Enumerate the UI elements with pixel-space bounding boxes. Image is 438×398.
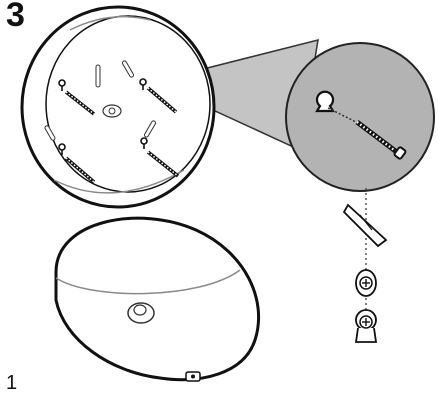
keyhole-screw-head-icon — [355, 269, 377, 297]
screw-icon — [146, 150, 180, 178]
mounting-base — [20, 5, 216, 209]
keyhole-slot-icon — [139, 78, 147, 90]
keyhole-slot-icon — [58, 143, 66, 155]
screw-icon — [64, 90, 96, 116]
screw-icon — [355, 120, 407, 160]
keyhole-slot-icon — [315, 90, 335, 113]
screw-icon — [64, 156, 96, 184]
alignment-dotted-line — [327, 107, 357, 123]
wall-anchor-icon — [354, 309, 378, 343]
screwdriver-icon — [342, 203, 388, 248]
keyhole-slot-icon — [58, 79, 66, 91]
keyhole-slot-icon — [140, 137, 148, 149]
magnified-callout — [285, 42, 435, 192]
screw-icon — [146, 86, 178, 114]
page-number: 1 — [6, 372, 18, 394]
step-number: 3 — [6, 0, 25, 34]
device-body — [54, 216, 260, 382]
